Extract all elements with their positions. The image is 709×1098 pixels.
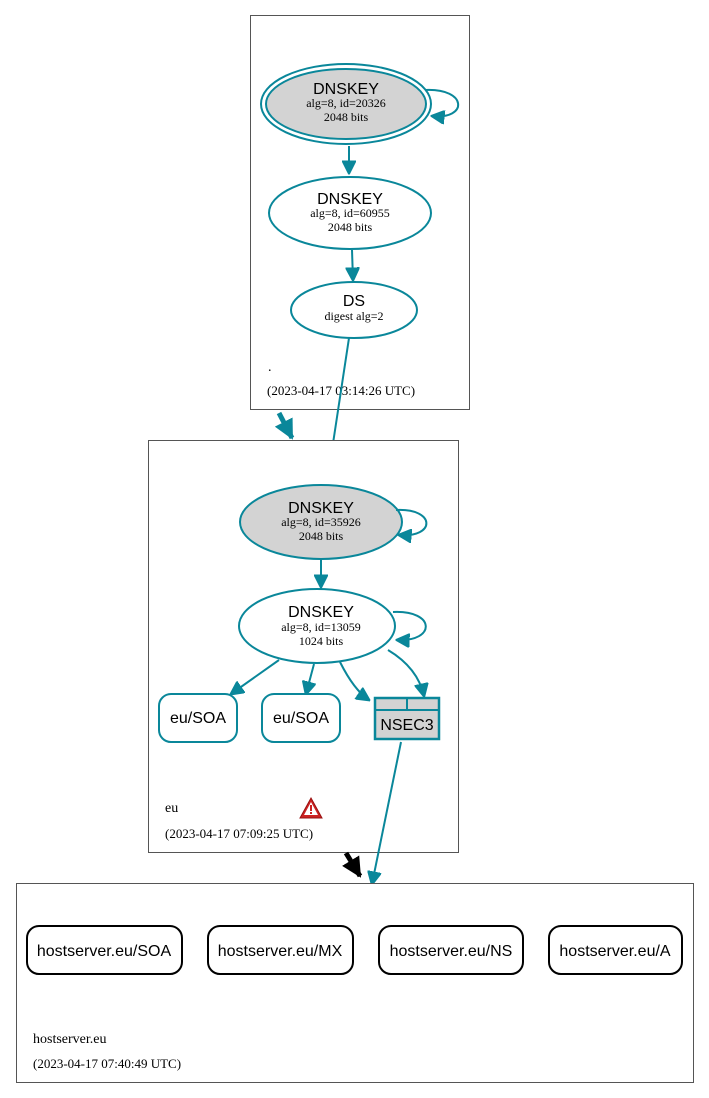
hostserver-soa-box — [26, 925, 183, 975]
eu-zsk-detail: alg=8, id=13059 — [281, 620, 361, 634]
root-ksk-detail: alg=8, id=20326 — [306, 96, 386, 110]
root-ksk-self-edge — [424, 88, 460, 116]
eu-zsk-to-nsec3-edge-2 — [387, 649, 424, 696]
eu-ksk-self-edge — [395, 508, 428, 535]
root-zsk-detail: alg=8, id=60955 — [310, 206, 390, 220]
eu-soa-node-1[interactable]: eu/SOA — [158, 693, 238, 743]
hostserver-a-label: hostserver.eu/A — [559, 943, 671, 960]
nsec3-label: NSEC3 — [380, 717, 433, 734]
eu-soa-box-1 — [158, 693, 238, 743]
hostserver-ns-box — [378, 925, 524, 975]
root-ds-title: DS — [343, 293, 365, 310]
root-to-eu-delegation-edge — [274, 411, 295, 440]
eu-soa-label-1: eu/SOA — [170, 710, 226, 727]
root-ksk-title: DNSKEY — [313, 81, 379, 98]
eu-ksk-title: DNSKEY — [288, 500, 354, 517]
eu-zsk-to-nsec3-edge — [339, 661, 369, 700]
root-ksk-bits: 2048 bits — [324, 110, 369, 124]
hostserver-zone-timestamp: (2023-04-17 07:40:49 UTC) — [33, 1056, 181, 1071]
eu-ksk-node[interactable]: DNSKEY alg=8, id=35926 2048 bits — [239, 484, 403, 560]
nsec3-to-hostserver-edge — [372, 741, 402, 884]
eu-zsk-title: DNSKEY — [288, 604, 354, 621]
root-ds-ellipse — [290, 281, 418, 339]
eu-zsk-node[interactable]: DNSKEY alg=8, id=13059 1024 bits — [238, 588, 396, 664]
hostserver-ns-label: hostserver.eu/NS — [390, 943, 513, 960]
root-ksk-ellipse — [265, 68, 427, 140]
root-ds-detail: digest alg=2 — [324, 309, 383, 323]
eu-zsk-to-soa2-edge — [306, 663, 314, 694]
eu-ksk-detail: alg=8, id=35926 — [281, 515, 361, 529]
hostserver-soa-node[interactable]: hostserver.eu/SOA — [26, 925, 183, 975]
eu-nsec3-node[interactable]: NSEC3 — [373, 696, 441, 741]
hostserver-ns-node[interactable]: hostserver.eu/NS — [378, 925, 524, 975]
nsec3-box — [373, 696, 441, 741]
eu-zone-name: eu — [165, 801, 178, 816]
zone-hostserver-box — [16, 883, 694, 1083]
eu-zsk-ellipse — [238, 588, 396, 664]
eu-zsk-self-edge — [392, 610, 427, 640]
root-zsk-bits: 2048 bits — [328, 220, 373, 234]
eu-soa-box-2 — [261, 693, 341, 743]
eu-soa-label-2: eu/SOA — [273, 710, 329, 727]
eu-zsk-to-soa1-edge — [231, 659, 280, 694]
eu-soa-node-2[interactable]: eu/SOA — [261, 693, 341, 743]
warning-triangle-icon[interactable] — [299, 796, 323, 819]
root-ksk-node[interactable]: DNSKEY alg=8, id=20326 2048 bits — [260, 63, 432, 145]
eu-ksk-bits: 2048 bits — [299, 529, 344, 543]
hostserver-soa-label: hostserver.eu/SOA — [37, 943, 172, 960]
root-zsk-node[interactable]: DNSKEY alg=8, id=60955 2048 bits — [268, 176, 432, 250]
hostserver-zone-name: hostserver.eu — [33, 1032, 106, 1047]
root-zsk-to-ds-edge — [352, 249, 353, 280]
eu-zsk-bits: 1024 bits — [299, 634, 344, 648]
zone-hostserver: hostserver.eu/SOA hostserver.eu/MX hosts… — [16, 883, 694, 1083]
root-zone-name: . — [268, 360, 272, 375]
root-ds-node[interactable]: DS digest alg=2 — [290, 281, 418, 339]
hostserver-mx-box — [207, 925, 354, 975]
eu-zone-timestamp: (2023-04-17 07:09:25 UTC) — [165, 826, 313, 841]
hostserver-mx-label: hostserver.eu/MX — [218, 943, 343, 960]
root-ksk-outer-ring — [260, 63, 432, 145]
eu-to-hostserver-delegation-edge — [342, 851, 363, 878]
zone-root: DNSKEY alg=8, id=20326 2048 bits DNSKEY … — [250, 15, 470, 410]
root-zsk-title: DNSKEY — [317, 191, 383, 208]
eu-ksk-ellipse — [239, 484, 403, 560]
zone-eu: DNSKEY alg=8, id=35926 2048 bits DNSKEY … — [148, 440, 459, 853]
hostserver-a-box — [548, 925, 683, 975]
hostserver-a-node[interactable]: hostserver.eu/A — [548, 925, 683, 975]
hostserver-mx-node[interactable]: hostserver.eu/MX — [207, 925, 354, 975]
root-zsk-ellipse — [268, 176, 432, 250]
